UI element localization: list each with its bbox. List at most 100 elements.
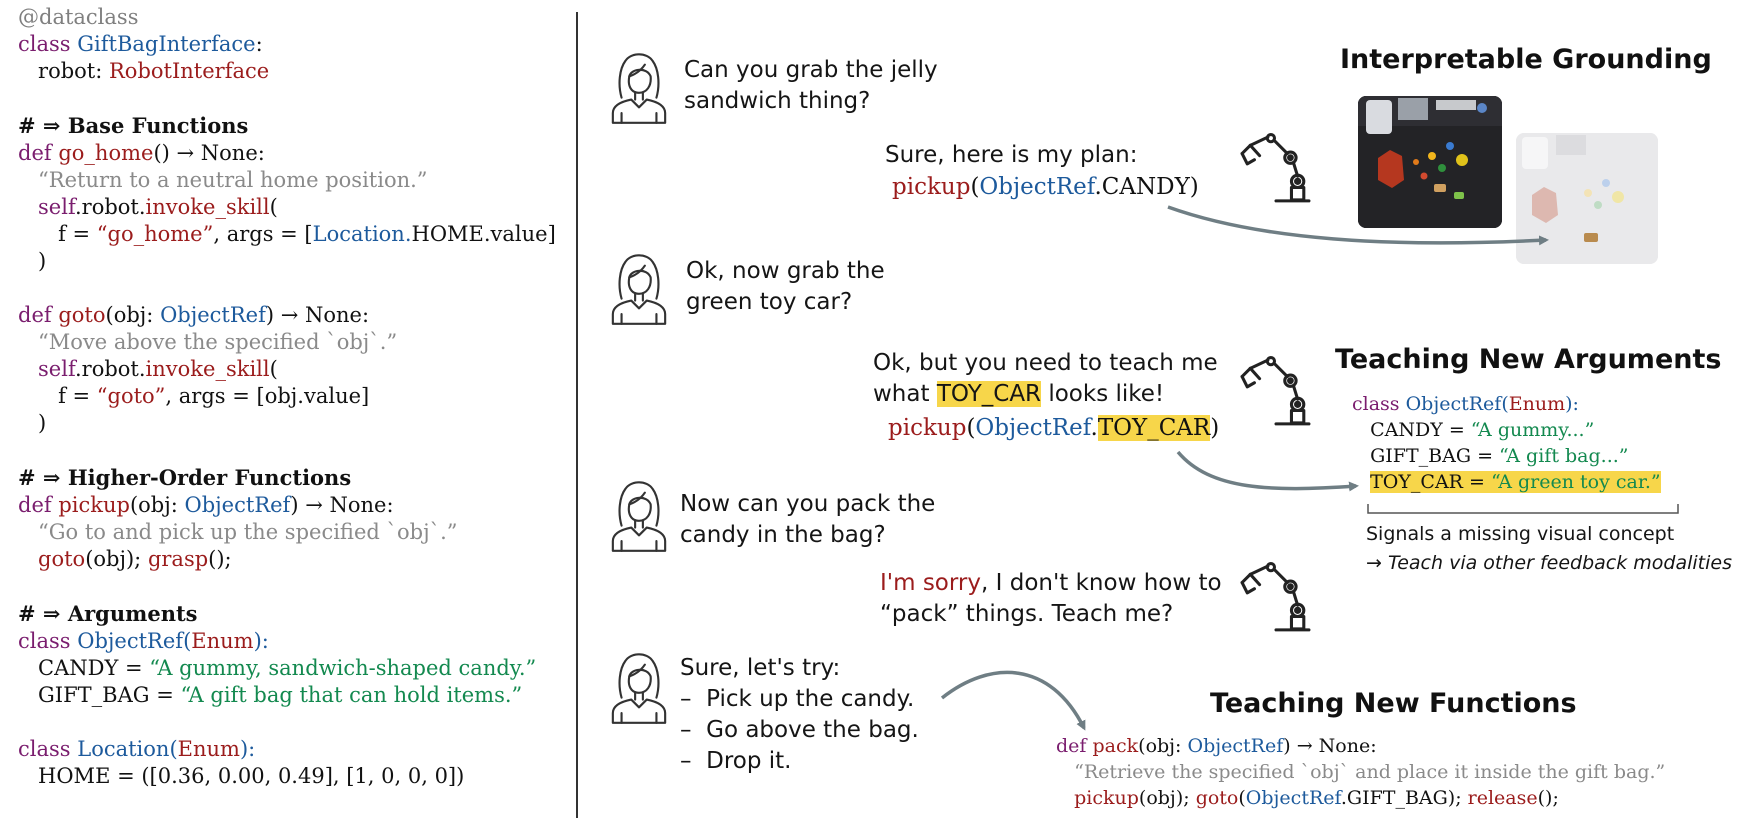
im-sorry: I'm sorry: [880, 570, 981, 596]
gift-string: “A gift bag...”: [1499, 445, 1629, 467]
objectref-ref: ObjectRef: [1245, 787, 1341, 809]
objectref-class: ObjectRef: [1405, 393, 1502, 415]
giftbag-string: “A gift bag that can hold items.”: [180, 683, 523, 707]
candy-string: “A gummy...”: [1470, 419, 1595, 441]
person-icon: [608, 474, 670, 554]
invoke-skill: invoke_skill: [145, 195, 270, 219]
toy-car-string: “A green toy car.”: [1490, 471, 1661, 493]
gift-eq: GIFT_BAG =: [1370, 445, 1500, 467]
higher-order-header: # ⇒ Higher-Order Functions: [18, 465, 352, 490]
user-message-1: Can you grab the jelly sandwich thing?: [684, 55, 938, 117]
paren: (: [966, 415, 976, 441]
goto-sig-b: ) → None:: [265, 303, 370, 327]
dataclass-decorator: @dataclass: [18, 5, 139, 29]
pack-sig-a: (obj:: [1138, 735, 1188, 757]
f-eq: f =: [58, 222, 97, 246]
candy-eq: CANDY =: [1370, 419, 1471, 441]
paren: (: [1501, 393, 1509, 415]
user-4-line-1: Sure, let's try:: [680, 655, 841, 681]
location-class-ref: Location.: [312, 222, 412, 246]
robot-dot: .robot.: [74, 357, 146, 381]
goto-docstring: “Move above the specified `obj`.”: [38, 330, 398, 354]
pickup-name: pickup: [58, 493, 130, 517]
enum-close: ):: [1565, 393, 1579, 415]
giftbag-eq: GIFT_BAG =: [38, 683, 181, 707]
person-icon: [608, 247, 670, 327]
self-keyword: self: [38, 195, 75, 219]
user-3-line-2: candy in the bag?: [680, 522, 886, 548]
user-message-4: Sure, let's try: – Pick up the candy. – …: [680, 653, 919, 777]
user-2-line-1: Ok, now grab the: [686, 258, 885, 284]
def-keyword: def: [18, 303, 52, 327]
pickup-call: pickup: [1074, 787, 1139, 809]
paren-open: (: [169, 737, 178, 761]
workspace-photo: [1358, 96, 1502, 228]
user-4-step-1: – Pick up the candy.: [680, 686, 915, 712]
teach-funcs-code: def pack(obj: ObjectRef) → None: “Retrie…: [1056, 733, 1665, 811]
enum-name: Enum: [177, 737, 240, 761]
class-keyword: class: [18, 737, 71, 761]
paren-open: (: [269, 195, 278, 219]
note-arrow: →: [1366, 552, 1388, 574]
toy-car-eq: TOY_CAR =: [1370, 471, 1491, 493]
panel-divider: [576, 12, 578, 818]
goto-call: goto: [1195, 787, 1239, 809]
enum-name: Enum: [191, 629, 254, 653]
robot-3-line-2: “pack” things. Teach me?: [880, 601, 1174, 627]
toy-car-entry: TOY_CAR = “A green toy car.”: [1370, 471, 1661, 493]
pickup-call: pickup: [888, 415, 967, 441]
objectref-class: ObjectRef: [77, 629, 184, 653]
teach-funcs-arrow: [940, 670, 1086, 731]
robot-2-looks-like: looks like!: [1041, 381, 1165, 407]
go-home-docstring: “Return to a neutral home position.”: [38, 168, 428, 192]
pack-name: pack: [1092, 735, 1139, 757]
enum-close: ):: [239, 737, 256, 761]
class-keyword: class: [18, 32, 71, 56]
teach-args-title: Teaching New Arguments: [1335, 344, 1722, 375]
objectref-type: ObjectRef: [1187, 735, 1284, 757]
grasp-end: ();: [208, 547, 232, 571]
user-1-line-2: sandwich thing?: [684, 88, 871, 114]
f-eq: f =: [58, 384, 97, 408]
robot-1-code: pickup(ObjectRef.CANDY): [892, 174, 1199, 201]
def-keyword: def: [18, 493, 52, 517]
class-name: GiftBagInterface: [77, 32, 256, 56]
robot-message-2: Ok, but you need to teach me what TOY_CA…: [873, 348, 1218, 410]
paren-close: ): [38, 249, 47, 273]
robot-1-text: Sure, here is my plan:: [885, 142, 1138, 168]
pickup-call: pickup: [892, 174, 971, 200]
paren: (: [1238, 787, 1246, 809]
dot: .: [1090, 415, 1098, 441]
home-value: HOME.value]: [411, 222, 556, 246]
grounding-title: Interpretable Grounding: [1340, 44, 1712, 75]
robot-3-rest: , I don't know how to: [981, 570, 1222, 596]
candy-ref: .CANDY): [1094, 174, 1199, 200]
interface-code-block: @dataclass class GiftBagInterface: robot…: [18, 4, 556, 790]
class-keyword: class: [18, 629, 71, 653]
obj-arg: (obj);: [1138, 787, 1196, 809]
args-eq: , args = [: [213, 222, 313, 246]
note-missing-concept: Signals a missing visual concept: [1366, 523, 1675, 545]
teach-funcs-title: Teaching New Functions: [1210, 688, 1577, 719]
base-functions-header: # ⇒ Base Functions: [18, 113, 249, 138]
toy-car-highlight: TOY_CAR: [936, 381, 1042, 407]
robot-arm-icon: [1239, 356, 1311, 428]
obj-call: (obj);: [85, 547, 148, 571]
note-teach-via: Teach via other feedback modalities: [1387, 552, 1732, 574]
paren-open: (: [269, 357, 278, 381]
paren-close: ): [38, 411, 47, 435]
enum-name: Enum: [1508, 393, 1566, 415]
user-1-line-1: Can you grab the jelly: [684, 57, 938, 83]
robot-attr: robot:: [38, 59, 109, 83]
user-4-step-3: – Drop it.: [680, 748, 792, 774]
bracket: [1367, 504, 1679, 514]
home-line: HOME = ([0.36, 0.00, 0.49], [1, 0, 0, 0]…: [38, 764, 465, 788]
robot-2-line-1: Ok, but you need to teach me: [873, 350, 1218, 376]
location-class: Location: [77, 737, 170, 761]
teach-args-note: Signals a missing visual concept → Teach…: [1366, 520, 1732, 578]
go-home-signature: () → None:: [153, 141, 265, 165]
go-home-name: go_home: [58, 141, 154, 165]
goto-call: goto: [38, 547, 86, 571]
objectref-ref: ObjectRef: [975, 415, 1091, 441]
invoke-skill: invoke_skill: [145, 357, 270, 381]
